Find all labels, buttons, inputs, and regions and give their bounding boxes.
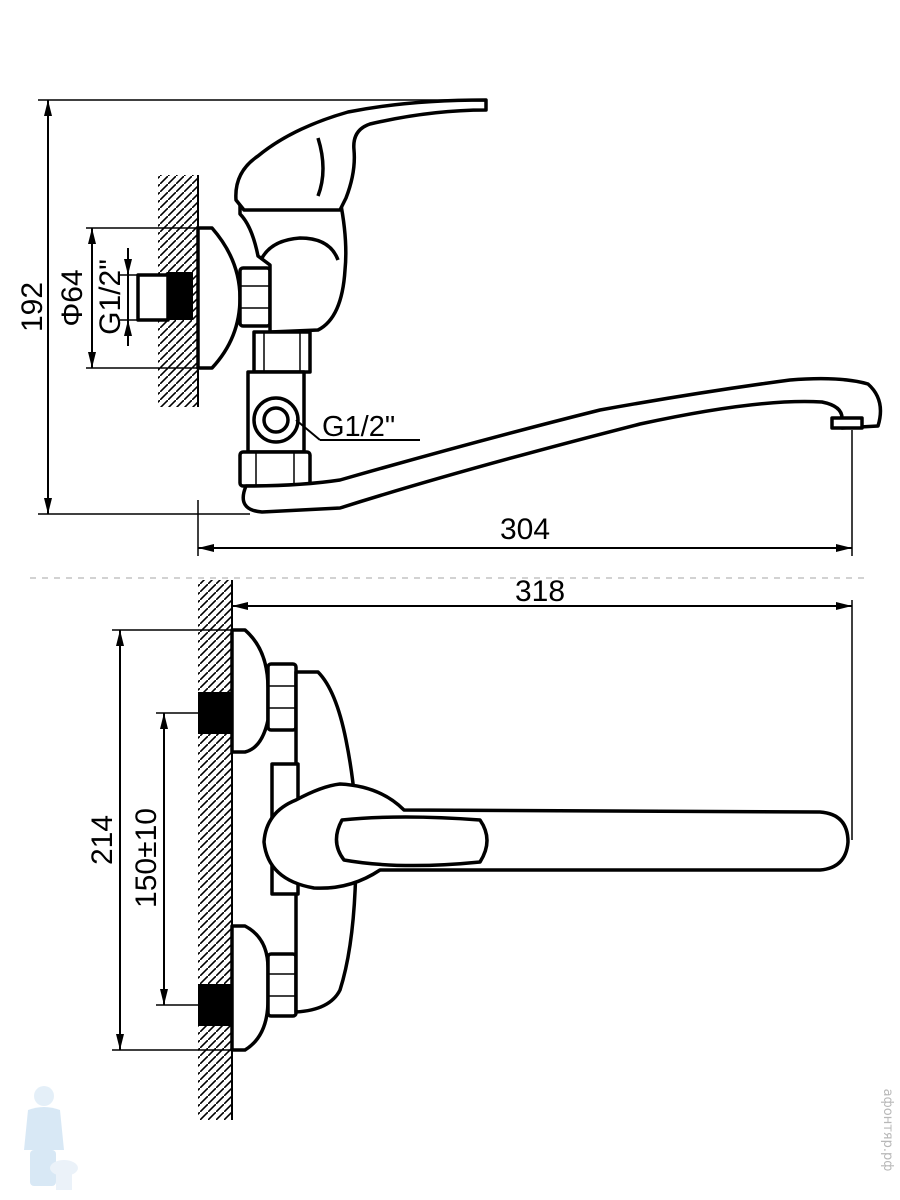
spout-side	[241, 376, 883, 514]
flange-side	[196, 226, 242, 370]
dim-wall-thread: G1/2"	[94, 248, 140, 346]
hose-connection-side	[252, 396, 300, 444]
dim-total-height: 192	[16, 99, 486, 515]
dim-total-height-label: 192	[16, 282, 49, 332]
handle-grip-top	[334, 815, 489, 868]
spout-aerator-side	[830, 416, 864, 430]
dim-center-distance-label: 150±10	[130, 808, 163, 908]
handle-lever-side	[234, 98, 488, 212]
dim-overall-length: 318	[231, 575, 853, 840]
wall-inlet-pipe	[136, 272, 193, 322]
upper-nut-side	[238, 266, 272, 328]
dim-overall-width-label: 214	[86, 815, 119, 865]
dim-flange-diameter: Φ64	[56, 227, 198, 369]
dim-overall-width: 214	[86, 629, 232, 1051]
watermark-site-text: афонтяр.рф	[880, 1089, 895, 1172]
wall-hatch-top	[198, 580, 233, 1120]
plumber-mascot-logo	[24, 1086, 78, 1190]
dim-spout-reach-label: 304	[500, 513, 550, 546]
side-view: 192 Φ64 G1/2" G1/2"	[16, 98, 883, 556]
lower-inlet-top	[198, 924, 298, 1052]
dim-overall-length-label: 318	[515, 575, 565, 608]
mixer-body-side	[238, 198, 348, 334]
dim-spout-reach: 304	[197, 430, 853, 556]
note-hose-thread: G1/2"	[295, 411, 420, 443]
upper-inlet-top	[198, 628, 298, 754]
lower-nut-side	[238, 450, 312, 488]
dim-center-distance: 150±10	[130, 712, 200, 1006]
dim-wall-thread-label: G1/2"	[94, 259, 127, 335]
dim-flange-diameter-label: Φ64	[56, 269, 89, 326]
note-hose-thread-label: G1/2"	[322, 411, 395, 443]
top-view: 318 214 150±10	[86, 575, 853, 1120]
